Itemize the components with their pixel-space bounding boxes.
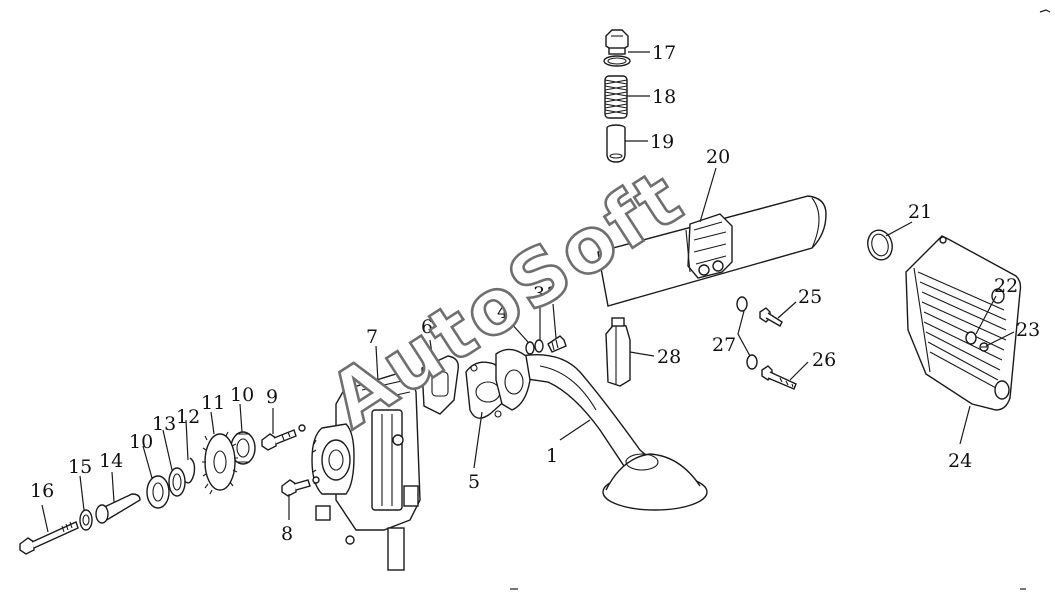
bolt <box>547 335 567 353</box>
callout-8: 8 <box>281 523 293 545</box>
callout-22: 22 <box>994 275 1018 297</box>
callout-16: 16 <box>30 480 54 502</box>
oil-cooler <box>905 235 1022 411</box>
callout-14: 14 <box>99 450 123 472</box>
o-ring <box>867 229 893 261</box>
callout-23: 23 <box>1016 319 1040 341</box>
bolt <box>261 424 306 451</box>
idler-shaft <box>95 493 141 524</box>
bearing <box>146 475 170 509</box>
callout-25: 25 <box>798 286 822 308</box>
oil-pickup-tube <box>519 354 708 511</box>
callout-27: 27 <box>712 334 736 356</box>
callout-10-gear-side: 10 <box>230 384 254 406</box>
hex-fitting <box>605 317 631 387</box>
callout-labels: 17 18 19 20 21 22 23 24 25 26 27 28 1 2 … <box>30 42 1040 545</box>
callout-21: 21 <box>908 201 932 223</box>
washer <box>736 296 758 370</box>
circlip <box>183 457 196 484</box>
callout-19: 19 <box>650 131 674 153</box>
callout-10-shaft-side: 10 <box>129 431 153 453</box>
callout-5: 5 <box>468 471 480 493</box>
callout-9: 9 <box>266 386 278 408</box>
relief-spring <box>604 75 628 119</box>
oil-pump-body <box>311 373 421 571</box>
callout-20: 20 <box>706 146 730 168</box>
callout-24: 24 <box>948 450 972 472</box>
callout-11: 11 <box>201 392 225 414</box>
seal-ring <box>603 55 631 67</box>
callout-4: 4 <box>497 301 509 323</box>
bolt <box>281 476 320 497</box>
oil-filter-cartridge <box>597 195 827 307</box>
long-bolt <box>19 521 79 555</box>
callout-6: 6 <box>421 316 433 338</box>
drive-gear <box>202 431 238 495</box>
callout-7: 7 <box>366 326 378 348</box>
relief-valve-plug <box>605 29 629 55</box>
bolt <box>761 365 797 390</box>
callout-17: 17 <box>652 42 676 64</box>
spacer-washer <box>79 509 93 531</box>
leader-lines <box>41 51 1015 533</box>
callout-28: 28 <box>657 346 681 368</box>
callout-1: 1 <box>546 445 558 467</box>
thrust-washer <box>168 467 186 497</box>
bolt <box>979 342 989 352</box>
relief-plunger <box>606 124 626 163</box>
callout-13: 13 <box>152 413 176 435</box>
gasket <box>421 355 459 415</box>
callout-18: 18 <box>652 86 676 108</box>
gasket <box>465 348 531 419</box>
washer <box>525 339 544 355</box>
callout-3: 3 <box>533 283 545 305</box>
bolt <box>759 307 783 327</box>
callout-12: 12 <box>176 406 200 428</box>
callout-2: 2 <box>547 283 559 305</box>
washer <box>965 331 977 345</box>
scan-marks <box>510 9 1051 590</box>
callout-15: 15 <box>68 456 92 478</box>
callout-26: 26 <box>812 349 836 371</box>
